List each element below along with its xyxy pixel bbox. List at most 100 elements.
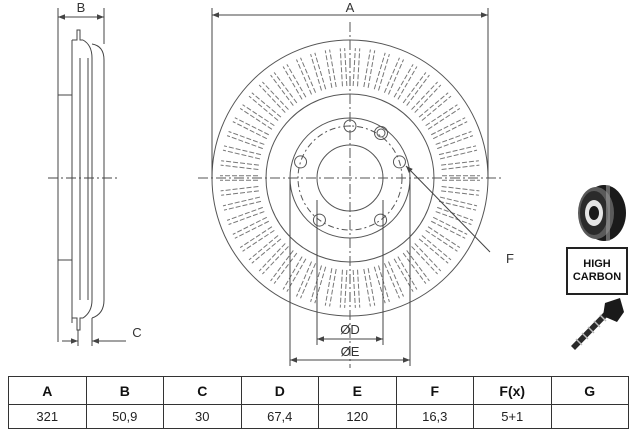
value-a: 321 [8,404,87,429]
cooling-vane [393,256,418,292]
bolt-hole [312,213,326,227]
cooling-vane [411,81,442,113]
cooling-vane [220,175,258,181]
cooling-vane [239,226,275,252]
header-g: G [550,376,629,405]
cooling-vane [226,131,265,150]
cooling-vane [418,235,452,264]
value-c: 30 [163,404,242,429]
friction-ring-inner-circle [265,93,435,263]
value-g [550,404,629,429]
dimension-d-label: ØD [340,322,360,337]
cooling-vane [363,49,376,88]
value-f: 16,3 [395,404,474,429]
header-fx: F(x) [473,376,552,405]
spec-header-row: A B C D E F F(x) G [8,376,629,405]
cooling-vane [431,216,468,239]
header-d: D [240,376,319,405]
badge-line-1: HIGH [583,258,611,270]
cooling-vane [402,72,430,106]
cooling-vane [296,57,317,95]
cooling-vane [339,269,348,308]
cooling-vane [425,104,461,130]
spec-table: A B C D E F F(x) G 321 50,9 30 67,4 120 … [8,376,629,429]
cooling-vane [442,175,480,181]
disc-3d-icon [578,185,626,241]
cooling-vane [310,265,327,304]
dimension-c-label: C [132,325,141,340]
cooling-vane [425,226,461,252]
badge-line-2: CARBON [572,271,622,283]
dimension-c [62,318,126,346]
dimension-b [57,8,105,44]
cooling-vane [270,250,298,284]
high-carbon-badge: HIGH CARBON [566,247,628,295]
cooling-vane [339,48,348,87]
cooling-vane [324,268,337,307]
cooling-vane [441,160,480,171]
header-a: A [8,376,87,405]
cooling-vane [232,117,269,140]
cooling-vane [258,243,289,275]
cooling-vane [393,64,418,100]
cooling-vane [435,206,474,225]
dimension-d [316,200,384,345]
header-b: B [85,376,164,405]
value-fx: 5+1 [473,404,552,429]
side-profile-view [48,20,120,342]
cooling-vane [431,117,468,140]
cooling-vane [220,185,259,196]
cooling-vane [310,52,327,91]
cooling-vane [373,265,390,304]
cooling-vane [282,256,307,292]
dimension-f-leader [405,165,491,253]
cooling-vane [438,145,478,160]
cooling-vane [248,235,282,264]
cooling-vane [435,131,474,150]
screw-icon [571,298,624,350]
set-screw-hole-ring [374,126,388,140]
set-screw-hole [376,128,386,138]
cooling-vane [383,57,404,95]
header-c: C [163,376,242,405]
wheel-bolt-holes [294,119,406,227]
front-view [198,22,502,368]
cooling-vane [402,250,430,284]
cooling-vane [438,196,478,211]
value-b: 50,9 [85,404,164,429]
dimension-b-label: B [77,0,86,15]
cooling-vane [324,49,337,88]
bolt-pitch-circle [297,125,403,231]
disc-profile-outline [57,20,93,342]
bolt-hole [294,155,308,169]
header-f: F [395,376,474,405]
cooling-vane [282,64,307,100]
cooling-vane [296,261,317,299]
cooling-vane [352,48,361,87]
header-e: E [318,376,397,405]
bolt-hole [374,213,388,227]
cooling-vane [411,243,442,275]
dimension-e-label: ØE [341,344,360,359]
cooling-vane [383,261,404,299]
cooling-vane [226,206,265,225]
value-d: 67,4 [240,404,319,429]
value-e: 120 [318,404,397,429]
dimension-a [211,8,489,178]
cooling-vane [373,52,390,91]
cooling-vane [222,145,262,160]
dimension-a-label: A [346,0,355,15]
cooling-vane [248,92,282,121]
cooling-vane [352,269,361,308]
center-bore [316,144,384,212]
bolt-hole [343,119,357,133]
cooling-vane [441,185,480,196]
cooling-vane [418,92,452,121]
cooling-vane [258,81,289,113]
disc-profile-outer-face [91,43,105,319]
cooling-vane [222,196,262,211]
cooling-vane [270,72,298,106]
bolt-hole [392,155,406,169]
cooling-vane [220,160,259,171]
